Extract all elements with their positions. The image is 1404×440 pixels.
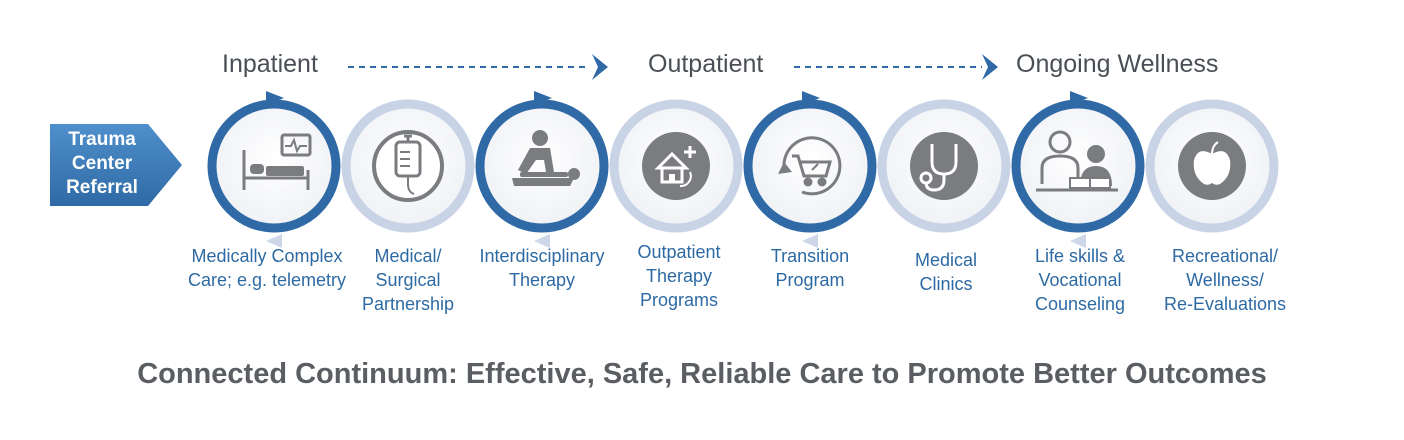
counseling-icon — [1036, 130, 1118, 192]
stethoscope-icon — [910, 132, 978, 200]
referral-line: Trauma — [68, 129, 136, 150]
step-label-line: Therapy — [645, 266, 713, 286]
referral-line: Center — [71, 153, 133, 174]
cart-cycle-icon — [778, 136, 842, 196]
step-label-line: Programs — [639, 290, 719, 310]
step-label-medical-surgical-partnership: Medical/ Surgical Partnership — [313, 244, 503, 316]
step-label-line: Medically Complex — [191, 246, 343, 266]
iv-bag-icon — [372, 130, 444, 202]
step-label-outpatient-therapy-programs: Outpatient Therapy Programs — [584, 240, 774, 312]
step-ring-interdisciplinary-therapy — [475, 91, 609, 248]
step-label-life-skills-vocational-counseling: Life skills & Vocational Counseling — [985, 244, 1175, 316]
step-label-line: Counseling — [1034, 294, 1126, 314]
step-label-line: Vocational — [1038, 270, 1122, 290]
step-label-line: Outpatient — [637, 242, 721, 262]
step-label-line: Transition — [770, 246, 850, 266]
step-label-line: Recreational/ — [1171, 246, 1279, 266]
phase-ongoing-wellness: Ongoing Wellness — [1016, 50, 1219, 78]
step-label-line: Re-Evaluations — [1163, 294, 1287, 314]
home-care-icon — [642, 132, 710, 200]
step-label-line: Wellness/ — [1186, 270, 1264, 290]
step-label-line: Medical/ — [374, 246, 442, 266]
connector-outpatient-ongoing — [794, 54, 998, 80]
step-label-line: Care; e.g. telemetry — [187, 270, 347, 290]
step-label-line: Life skills & — [1034, 246, 1126, 266]
step-label-line: Medical — [914, 250, 978, 270]
step-label-line: Therapy — [508, 270, 576, 290]
step-ring-transition-program — [743, 91, 877, 248]
physical-therapy-icon — [512, 130, 580, 186]
step-label-recreational-wellness-reevaluations: Recreational/ Wellness/ Re-Evaluations — [1130, 244, 1320, 316]
connector-inpatient-outpatient — [348, 54, 608, 80]
step-label-line: Clinics — [919, 274, 973, 294]
referral-line: Referral — [66, 177, 138, 198]
phase-inpatient: Inpatient — [222, 50, 318, 78]
phase-outpatient: Outpatient — [648, 50, 764, 78]
tagline: Connected Continuum: Effective, Safe, Re… — [137, 358, 1267, 390]
step-label-medically-complex-care: Medically Complex Care; e.g. telemetry — [172, 244, 362, 292]
step-label-interdisciplinary-therapy: Interdisciplinary Therapy — [447, 244, 637, 292]
step-label-medical-clinics: Medical Clinics — [851, 248, 1041, 296]
step-label-line: Partnership — [361, 294, 455, 314]
referral-label: Trauma Center Referral — [52, 128, 152, 200]
hospital-bed-monitor-icon — [242, 133, 312, 190]
phase-connectors — [348, 54, 998, 80]
step-label-transition-program: Transition Program — [715, 244, 905, 292]
step-label-line: Interdisciplinary — [479, 246, 605, 266]
step-label-line: Surgical — [375, 270, 441, 290]
step-label-line: Program — [775, 270, 845, 290]
apple-icon — [1178, 132, 1246, 200]
referral-arrow — [50, 124, 182, 206]
ring-chain — [207, 91, 1279, 248]
